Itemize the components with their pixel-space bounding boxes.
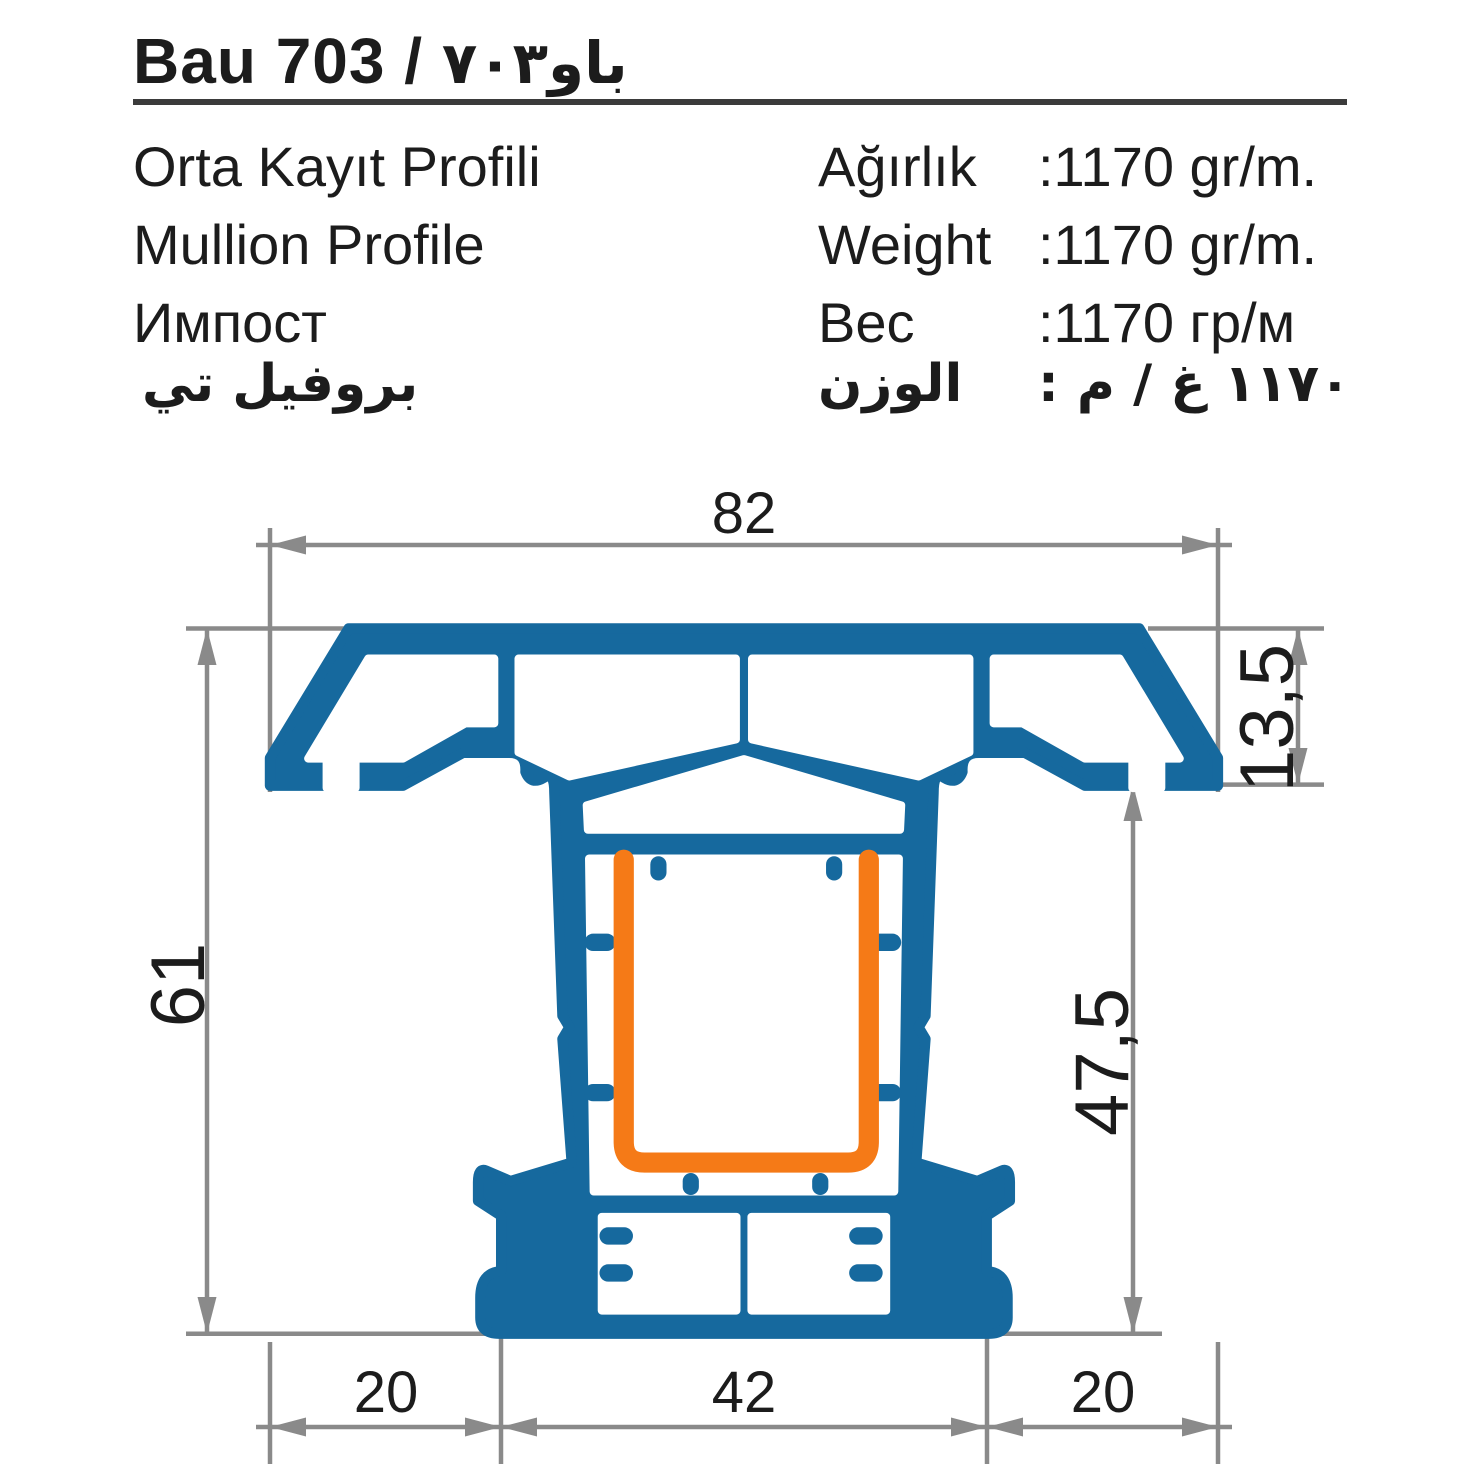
cap-foot-slot-left	[322, 750, 360, 793]
product-name-russian: Импост	[133, 291, 327, 354]
dim-body-height: 47,5	[1060, 988, 1145, 1136]
cap-chamber-right	[989, 654, 1184, 763]
dimension-lines	[186, 528, 1324, 1464]
base-finger-left-1	[599, 1227, 633, 1245]
weight-value-english: :1170 gr/m.	[1038, 213, 1318, 276]
dim-bottom-center: 42	[712, 1360, 777, 1425]
weight-label-russian: Вес	[818, 291, 915, 354]
mullion-profile-section	[264, 623, 1224, 1339]
bottom-nub-right	[812, 1172, 829, 1195]
dim-overall-width: 82	[712, 481, 777, 546]
dim-bottom-right: 20	[1071, 1360, 1136, 1425]
wall-tooth-left-lower	[584, 1083, 616, 1102]
cap-chamber-mid-right	[748, 654, 974, 781]
top-nub-left	[650, 856, 667, 881]
weight-label-english: Weight	[818, 213, 992, 276]
page-title: Bau 703 / باو٧٠٣	[133, 24, 628, 98]
weight-value-russian: :1170 гр/м	[1038, 291, 1296, 354]
dim-total-height: 61	[136, 943, 221, 1028]
cap-chamber-mid-left	[514, 654, 740, 781]
bottom-nub-left	[682, 1172, 699, 1195]
dimension-texts: 82 13,5 61 47,5 20 42 20	[136, 481, 1310, 1425]
cap-chamber-left	[304, 654, 499, 763]
base-finger-left-2	[599, 1264, 633, 1282]
steel-reinforcement-u-channel	[613, 849, 879, 1173]
cap-foot-slot-right	[1128, 750, 1166, 793]
product-name-english: Mullion Profile	[133, 213, 485, 276]
weight-value-turkish: :1170 gr/m.	[1038, 135, 1318, 198]
page-title-latin: Bau 703 /	[133, 25, 424, 97]
product-name-arabic: بروفيل تي	[142, 354, 419, 414]
wall-tooth-left-upper	[584, 933, 616, 952]
page-title-arabic: باو٧٠٣	[441, 29, 628, 97]
steel-chamber	[585, 854, 903, 1196]
product-name-turkish: Orta Kayıt Profili	[133, 135, 541, 198]
dim-cap-height: 13,5	[1225, 644, 1310, 792]
weight-label-arabic: الوزن	[818, 354, 963, 414]
top-nub-right	[826, 856, 843, 881]
base-finger-right-1	[849, 1227, 883, 1245]
title-underline	[133, 99, 1347, 105]
roof-chamber	[582, 755, 906, 834]
weight-value-arabic: ١١٧٠ غ / م :	[1038, 354, 1351, 414]
base-finger-right-2	[849, 1264, 883, 1282]
weight-label-turkish: Ağırlık	[818, 135, 977, 198]
dim-bottom-left: 20	[354, 1360, 419, 1425]
